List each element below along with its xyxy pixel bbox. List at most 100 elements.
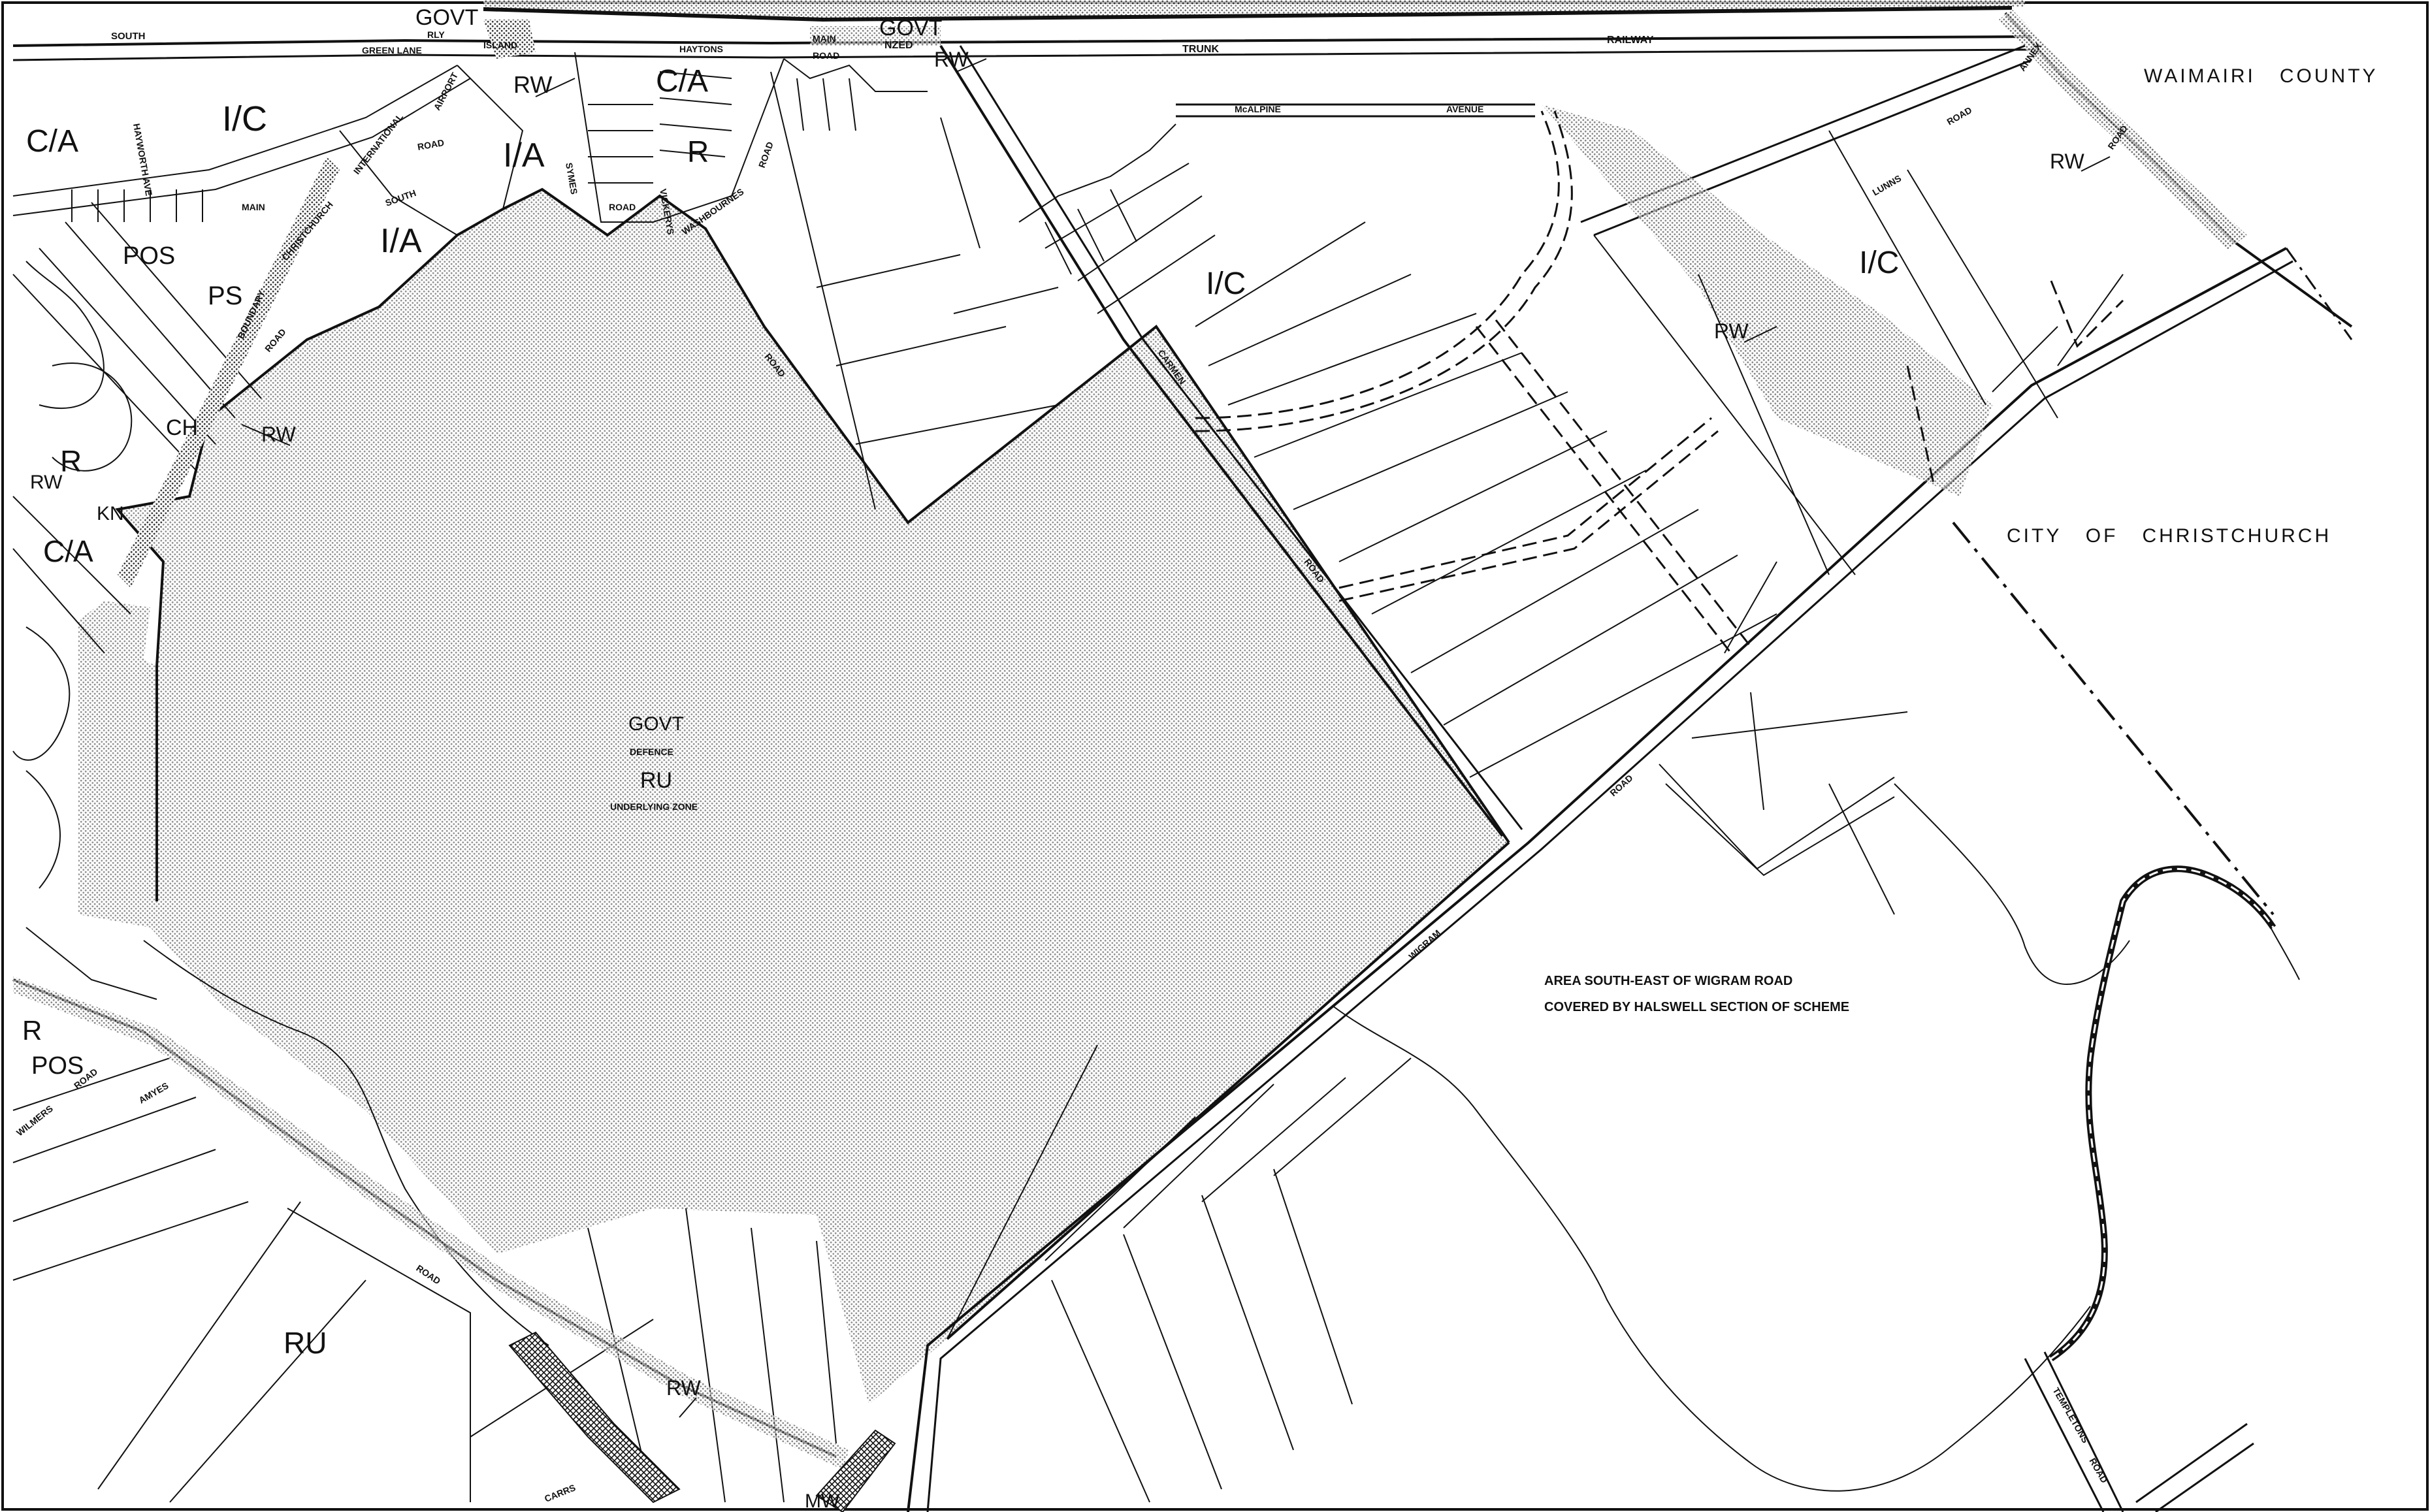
street-washbournes: WASHBOURNES xyxy=(680,186,746,236)
street-templetons: TEMPLETONS xyxy=(2050,1386,2091,1445)
heathcote-river xyxy=(2049,865,2276,1362)
street-green-lane: GREEN LANE xyxy=(362,45,422,56)
street-trunk: TRUNK xyxy=(1182,44,1219,55)
street-rly: RLY xyxy=(427,29,445,40)
street-mcalpine: McALPINE xyxy=(1235,104,1281,114)
defence-area-boundary-south xyxy=(155,666,1510,1340)
street-south-west: SOUTH xyxy=(384,187,418,208)
street-road-washbournes: ROAD xyxy=(756,140,775,169)
zone-label-kn-west: KN xyxy=(97,503,124,524)
street-road-templetons: ROAD xyxy=(2087,1456,2109,1485)
railway-corridor xyxy=(483,0,2025,20)
dashed-track-4 xyxy=(1338,417,1719,602)
street-airport: AIRPORT xyxy=(432,71,461,112)
dashed-track-1 xyxy=(1195,110,1560,419)
zone-label-rw-nzed: RW xyxy=(934,48,969,71)
street-road-vickerys: ROAD xyxy=(609,202,636,212)
wigram-road xyxy=(907,247,2287,1512)
label-underlying-zone: UNDERLYING ZONE xyxy=(610,801,698,812)
dashed-track-3 xyxy=(1475,319,1752,654)
zone-label-ru-defence: RU xyxy=(640,768,672,793)
main-south-road-edge xyxy=(12,48,2032,61)
leader-lines xyxy=(241,58,2111,1418)
zone-label-ia-south: I/A xyxy=(380,222,422,260)
zone-label-ic-northwest: I/C xyxy=(222,99,267,138)
templetons-spur xyxy=(2135,1423,2254,1512)
wigram-road-edge xyxy=(926,260,2293,1512)
street-south: SOUTH xyxy=(111,31,146,42)
street-island: ISLAND xyxy=(483,40,517,50)
street-nzed: NZED xyxy=(884,40,913,51)
zone-label-ps-west: PS xyxy=(208,281,242,310)
zone-label-govt-nzed: GOVT xyxy=(879,16,942,40)
annex-road-band xyxy=(1999,9,2247,249)
carrs-hatched-strip-2 xyxy=(815,1429,896,1512)
zone-label-rw-airport-road: RW xyxy=(261,423,297,446)
amyes-road-band xyxy=(13,976,849,1470)
railway-line xyxy=(483,6,2013,22)
street-main-north: MAIN xyxy=(813,33,836,44)
street-wigram: WIGRAM xyxy=(1406,927,1442,961)
street-amyes: AMYES xyxy=(137,1080,170,1106)
zone-label-rw-north: RW xyxy=(513,71,552,98)
carmen-road xyxy=(939,44,1504,837)
zone-label-rw-west-small: RW xyxy=(30,472,63,493)
southwest-subdivisions xyxy=(12,1057,837,1503)
zone-label-ch-west: CH xyxy=(166,415,198,440)
zone-label-ic-east: I/C xyxy=(1859,246,1899,280)
note-line-1: AREA SOUTH-EAST OF WIGRAM ROAD xyxy=(1544,974,1792,988)
north-residential xyxy=(339,52,1216,314)
street-haytons: HAYTONS xyxy=(679,44,723,54)
zone-label-govt-defence: GOVT xyxy=(628,713,684,735)
western-suburb xyxy=(12,65,471,1000)
main-south-road xyxy=(12,35,2032,47)
subdivision-lines xyxy=(770,71,2124,915)
street-road-lunns: ROAD xyxy=(1945,105,1974,127)
zone-label-pos-southwest: POS xyxy=(31,1052,84,1080)
street-international: INTERNATIONAL xyxy=(351,111,406,176)
templetons-road xyxy=(2024,1351,2124,1512)
street-syme: SYMES xyxy=(564,162,579,195)
street-railway: RAILWAY xyxy=(1607,35,1654,46)
stream-west xyxy=(143,940,549,1346)
southeast-subdivisions xyxy=(947,711,1908,1503)
zone-label-ca-southwest: C/A xyxy=(43,534,93,568)
street-carrs: CARRS xyxy=(543,1482,577,1504)
rw-patch-northcentral xyxy=(810,26,941,46)
area-label-christchurch: CITY OF CHRISTCHURCH xyxy=(2007,525,2331,547)
street-road-nzed: ROAD xyxy=(813,50,839,61)
zone-label-ic-central: I/C xyxy=(1206,266,1246,301)
dashed-track-2 xyxy=(1195,110,1573,432)
street-road-ia: ROAD xyxy=(417,137,445,152)
street-road-boundary: ROAD xyxy=(263,327,288,354)
defence-area-boundary xyxy=(115,187,1510,844)
zone-label-ca-north: C/A xyxy=(656,64,708,99)
zone-label-ia-north: I/A xyxy=(503,137,545,174)
stream-east xyxy=(1332,1005,2091,1492)
mcalpine-avenue xyxy=(1176,103,1535,118)
label-defence: DEFENCE xyxy=(630,747,673,757)
zone-label-r-southwest: R xyxy=(22,1015,42,1046)
zone-label-mw-south: MW xyxy=(805,1490,840,1512)
area-label-waimairi: WAIMAIRI COUNTY xyxy=(2144,65,2378,87)
street-avenue: AVENUE xyxy=(1446,104,1483,114)
zone-label-pos-west: POS xyxy=(123,242,175,270)
street-hayworth: HAYWORTH AVE xyxy=(131,123,154,197)
zone-label-ca-west: C/A xyxy=(26,124,78,159)
county-boundary-east xyxy=(2285,248,2353,340)
carrs-hatched-strip xyxy=(508,1331,681,1504)
dashed-track-5 xyxy=(1906,280,2124,484)
note-line-2: COVERED BY HALSWELL SECTION OF SCHEME xyxy=(1544,1000,1849,1014)
county-boundary xyxy=(1952,521,2275,916)
zone-label-r-west: R xyxy=(60,444,82,478)
zone-label-govt-rly: GOVT xyxy=(415,5,478,30)
carmen-road-edge xyxy=(959,45,1523,830)
zone-label-ru-southwest: RU xyxy=(284,1326,327,1360)
street-lunns: LUNNS xyxy=(1871,173,1904,198)
zone-label-r-north: R xyxy=(687,135,709,169)
rw-patch-north xyxy=(483,20,536,59)
defence-area-band xyxy=(78,189,1509,1404)
stream-northeast xyxy=(1894,783,2130,986)
zone-label-rw-south: RW xyxy=(666,1376,702,1400)
